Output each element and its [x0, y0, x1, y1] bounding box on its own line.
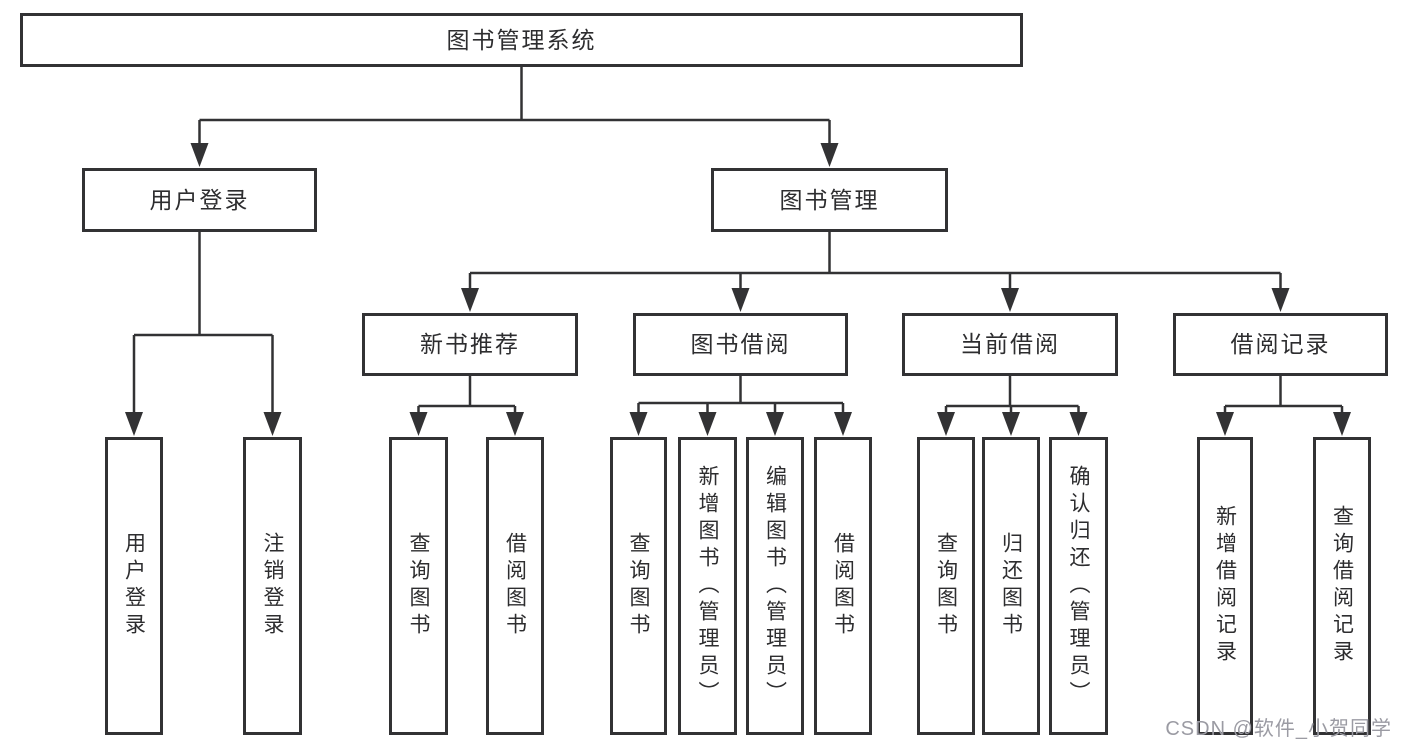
- node-leaf-return-book: 归还图书: [982, 437, 1040, 735]
- arrowhead-leaf-query-borrow-rec: [1333, 412, 1351, 436]
- arrowhead-leaf-query-book-1: [409, 412, 428, 436]
- arrowhead-leaf-query-book-3: [937, 412, 955, 436]
- node-label-leaf-user-login: 用户登录: [122, 532, 146, 640]
- arrowhead-book-mgmt: [820, 143, 839, 167]
- node-leaf-confirm-return: 确认归还（管理员）: [1049, 437, 1108, 735]
- node-leaf-borrow-book-1: 借阅图书: [486, 437, 544, 735]
- arrowhead-leaf-edit-book: [766, 412, 784, 436]
- connector-root: [190, 67, 839, 167]
- node-leaf-add-borrow-rec: 新增借阅记录: [1197, 437, 1253, 735]
- arrowhead-current-borrow: [1001, 288, 1019, 312]
- node-label-leaf-query-book-3: 查询图书: [934, 532, 958, 640]
- arrowhead-borrow-records: [1271, 288, 1290, 312]
- node-label-leaf-query-book-2: 查询图书: [627, 532, 650, 640]
- node-label-book-borrow: 图书借阅: [690, 331, 791, 357]
- connector-book-borrow: [629, 376, 852, 436]
- node-new-book-rec: 新书推荐: [362, 313, 578, 376]
- arrowhead-leaf-logout: [263, 412, 282, 436]
- node-label-leaf-borrow-book-1: 借阅图书: [503, 532, 527, 640]
- node-leaf-borrow-book-2: 借阅图书: [814, 437, 872, 735]
- node-book-borrow: 图书借阅: [633, 313, 848, 376]
- arrowhead-user-login: [190, 143, 209, 167]
- node-label-current-borrow: 当前借阅: [960, 331, 1060, 357]
- node-leaf-edit-book: 编辑图书（管理员）: [746, 437, 804, 735]
- node-label-root: 图书管理系统: [446, 26, 597, 53]
- connector-user-login: [125, 232, 282, 436]
- arrowhead-leaf-confirm-return: [1069, 412, 1088, 436]
- node-label-leaf-confirm-return: 确认归还（管理员）: [1067, 464, 1090, 708]
- node-label-leaf-return-book: 归还图书: [999, 532, 1023, 640]
- node-leaf-query-borrow-rec: 查询借阅记录: [1313, 437, 1371, 735]
- node-borrow-records: 借阅记录: [1173, 313, 1388, 376]
- node-leaf-query-book-3: 查询图书: [917, 437, 975, 735]
- arrowhead-leaf-add-borrow-rec: [1216, 412, 1234, 436]
- arrowhead-book-borrow: [731, 288, 750, 312]
- connector-new-book-rec: [409, 376, 524, 436]
- node-label-new-book-rec: 新书推荐: [420, 331, 520, 357]
- connector-book-mgmt: [461, 232, 1290, 312]
- node-label-leaf-borrow-book-2: 借阅图书: [831, 532, 855, 640]
- node-label-borrow-records: 借阅记录: [1230, 331, 1331, 357]
- node-current-borrow: 当前借阅: [902, 313, 1118, 376]
- node-label-leaf-add-book: 新增图书（管理员）: [696, 464, 719, 708]
- arrowhead-leaf-add-book: [698, 412, 717, 436]
- node-label-leaf-query-borrow-rec: 查询借阅记录: [1330, 505, 1354, 667]
- node-leaf-logout: 注销登录: [243, 437, 302, 735]
- node-label-leaf-logout: 注销登录: [261, 532, 284, 640]
- arrowhead-leaf-query-book-2: [629, 412, 648, 436]
- node-leaf-add-book: 新增图书（管理员）: [678, 437, 737, 735]
- arrowhead-new-book-rec: [461, 288, 479, 312]
- node-leaf-user-login: 用户登录: [105, 437, 163, 735]
- node-root: 图书管理系统: [20, 13, 1023, 67]
- csdn-watermark: CSDN @软件_小贺同学: [1165, 718, 1392, 740]
- arrowhead-leaf-return-book: [1002, 412, 1020, 436]
- connector-borrow-records: [1216, 376, 1351, 436]
- node-leaf-query-book-1: 查询图书: [389, 437, 448, 735]
- arrowhead-leaf-user-login: [125, 412, 143, 436]
- node-book-mgmt: 图书管理: [711, 168, 948, 232]
- node-label-book-mgmt: 图书管理: [779, 186, 880, 213]
- node-user-login: 用户登录: [82, 168, 317, 232]
- arrowhead-leaf-borrow-book-2: [834, 412, 852, 436]
- node-label-leaf-add-borrow-rec: 新增借阅记录: [1213, 505, 1237, 667]
- connector-current-borrow: [937, 376, 1088, 436]
- node-leaf-query-book-2: 查询图书: [610, 437, 667, 735]
- node-label-user-login: 用户登录: [149, 186, 250, 213]
- node-label-leaf-edit-book: 编辑图书（管理员）: [763, 464, 787, 708]
- node-label-leaf-query-book-1: 查询图书: [407, 532, 430, 640]
- arrowhead-leaf-borrow-book-1: [506, 412, 524, 436]
